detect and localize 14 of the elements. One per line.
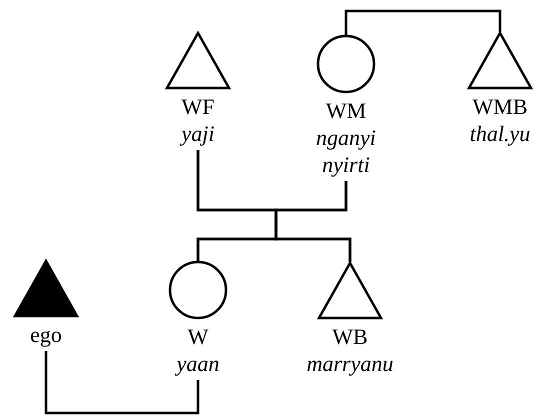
- kin-label: WMB: [472, 93, 528, 120]
- kinship-line: [274, 181, 352, 262]
- kin-label: WB: [332, 323, 368, 350]
- kin-term: nganyi nyirti: [315, 124, 377, 178]
- kinship-line: [44, 351, 200, 414]
- kin-term: yaji: [182, 120, 214, 147]
- kin-label: ego: [30, 321, 62, 348]
- kin-term: thal.yu: [470, 120, 530, 147]
- kin-label: W: [188, 323, 208, 350]
- kin-term: marryanu: [306, 350, 394, 377]
- kin-term: yaan: [176, 350, 220, 377]
- kinship-line: [344, 10, 502, 35]
- kin-label: WF: [182, 93, 214, 120]
- kin-label: WM: [326, 97, 366, 124]
